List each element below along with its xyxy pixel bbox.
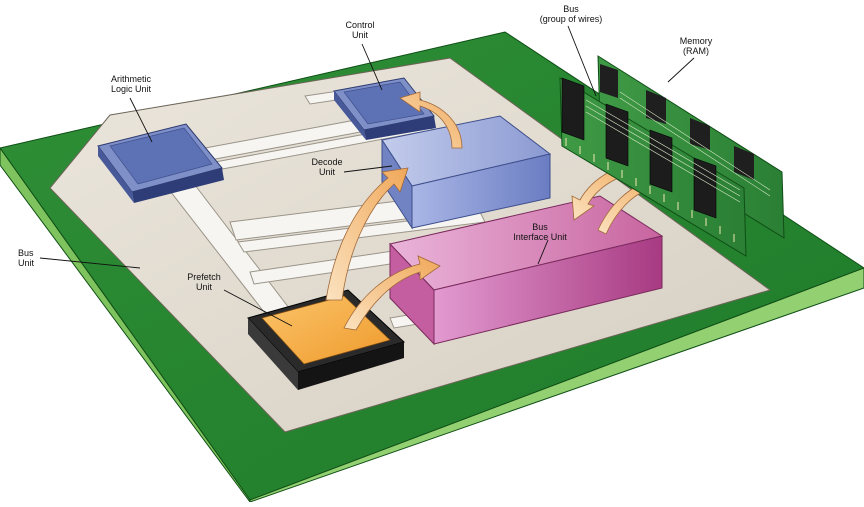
bus-label: Bus(group of wires) [539, 4, 603, 24]
leader-prefetch-unit [223, 289, 293, 327]
ram-pins-front [565, 138, 735, 242]
leader-lines [39, 25, 695, 327]
leader-alu [129, 97, 153, 143]
leader-biu [537, 239, 549, 265]
control-unit-block [333, 77, 436, 140]
ram-module-front [559, 77, 747, 257]
ram-traces-back [619, 91, 771, 197]
leader-memory [667, 57, 695, 83]
leader-bus-unit [39, 257, 141, 269]
ram-traces-front [585, 99, 741, 203]
alu-block [97, 123, 224, 203]
arrow-prefetch-to-biu [343, 255, 441, 331]
ram-chips-front [561, 77, 717, 219]
arrow-decode-to-control [399, 91, 463, 149]
arrow-prefetch-to-decode [325, 167, 409, 301]
ram-chips-back [600, 64, 754, 180]
leader-bus-wires [567, 25, 597, 97]
memory-label: Memory(RAM) [679, 36, 713, 56]
leader-control-unit [361, 43, 383, 91]
leader-decode-unit [343, 165, 393, 173]
